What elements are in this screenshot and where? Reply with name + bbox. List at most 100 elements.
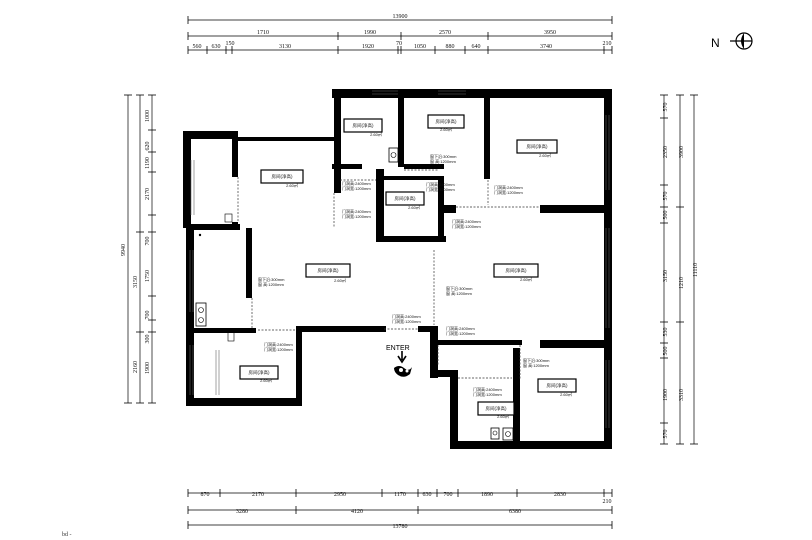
door-note-line: 门洞宽:1200mm bbox=[452, 223, 481, 229]
door-note: 门洞高:2400mm 门洞宽:1200mm bbox=[392, 313, 421, 324]
room-area: 2.60㎡ bbox=[370, 131, 382, 137]
bottom-detail-label: 1890 bbox=[481, 492, 493, 498]
door-note-line: 窗下沿:300mm bbox=[430, 153, 457, 159]
room-name: 房间(净高) bbox=[249, 369, 270, 376]
left-inner-label: 1190 bbox=[145, 157, 151, 169]
room-label: 房间(净高) 2.60㎡ bbox=[343, 118, 383, 137]
door-note-line: 窗 高:1200mm bbox=[258, 281, 284, 287]
door-note-line: 门洞宽:1200mm bbox=[473, 391, 502, 397]
room-label: 房间(净高) 2.60㎡ bbox=[493, 263, 539, 282]
bottom-detail-label: 700 bbox=[444, 492, 453, 498]
door-note: 门洞高:2400mm 门洞宽:1200mm bbox=[452, 218, 481, 229]
bottom-detail-label: 1170 bbox=[394, 492, 406, 498]
compass-letter: N bbox=[711, 36, 720, 50]
sink-icon bbox=[490, 427, 500, 440]
door-note: 门洞高:2400mm 门洞宽:1200mm bbox=[494, 184, 523, 195]
left-inner-label: 700 bbox=[145, 237, 151, 246]
top-mid-label: 3950 bbox=[544, 30, 556, 36]
sink-icon bbox=[388, 147, 399, 163]
left-inner-label: 700 bbox=[145, 311, 151, 320]
top-dimensions: 13900 1710 1990 2570 3950 560 630 150 31… bbox=[187, 14, 613, 54]
compass: N bbox=[711, 32, 753, 50]
left-dimensions: 9940 3150 2160 1000 620 1190 2170 700 17… bbox=[121, 94, 156, 404]
door-note: 窗下沿:300mm 窗 高:1200mm bbox=[523, 357, 550, 368]
right-inner-label: 570 bbox=[663, 192, 669, 201]
right-mid-label: 3900 bbox=[679, 146, 685, 158]
room-label: 房间(净高) 2.60㎡ bbox=[427, 114, 465, 132]
room-area: 2.60㎡ bbox=[560, 391, 572, 397]
top-detail-label: 3740 bbox=[540, 44, 552, 50]
room-label: 房间(净高) 2.60㎡ bbox=[385, 191, 425, 210]
room-name: 房间(净高) bbox=[318, 267, 339, 274]
top-detail-label: 1920 bbox=[362, 44, 374, 50]
left-mid-label: 2160 bbox=[133, 361, 139, 373]
door-note-line: 门洞高:2400mm bbox=[342, 208, 371, 214]
entrance-arrow-icon bbox=[394, 351, 412, 377]
room-name: 房间(净高) bbox=[486, 405, 507, 412]
right-inner-label: 500 bbox=[663, 347, 669, 356]
right-inner-label: 570 bbox=[663, 103, 669, 112]
door-note: 窗下沿:300mm 窗 高:1200mm bbox=[258, 276, 285, 287]
right-total-label: 11110 bbox=[693, 263, 699, 277]
door-note-line: 门洞宽:1200mm bbox=[264, 346, 293, 352]
right-inner-label: 2350 bbox=[663, 146, 669, 158]
room-name: 房间(净高) bbox=[436, 118, 457, 125]
room-label: 房间(净高) 2.60㎡ bbox=[260, 169, 304, 188]
bottom-mid-label: 6380 bbox=[509, 509, 521, 515]
right-inner-label: 570 bbox=[663, 430, 669, 439]
left-inner-label: 620 bbox=[145, 142, 151, 151]
room-area: 2.60㎡ bbox=[497, 413, 509, 419]
door-note-line: 窗下沿:300mm bbox=[523, 357, 550, 363]
room-label: 房间(净高) 2.60㎡ bbox=[516, 139, 558, 158]
bottom-mid-label: 4120 bbox=[351, 509, 363, 515]
door-note-line: 门洞高:2400mm bbox=[264, 341, 293, 347]
top-detail-label: 210 bbox=[603, 41, 612, 47]
room-area: 2.60㎡ bbox=[408, 204, 420, 210]
left-inner-label: 300 bbox=[145, 335, 151, 344]
room-name: 房间(净高) bbox=[527, 143, 548, 150]
door-note-line: 门洞高:2400mm bbox=[426, 181, 455, 187]
bottom-mid-label: 3280 bbox=[236, 509, 248, 515]
bottom-detail-label: 2950 bbox=[334, 492, 346, 498]
door-notes: 门洞高:2400mm 门洞宽:1200mm 门洞高:2400mm 门洞宽:120… bbox=[258, 153, 550, 397]
door-note-line: 门洞宽:1200mm bbox=[494, 189, 523, 195]
room-label: 房间(净高) 2.60㎡ bbox=[537, 378, 577, 397]
room-area: 2.60㎡ bbox=[440, 126, 452, 132]
door-note-line: 门洞宽:1200mm bbox=[342, 185, 371, 191]
top-detail-label: 70 bbox=[396, 41, 402, 47]
room-area: 2.60㎡ bbox=[539, 152, 551, 158]
bottom-detail-label: 630 bbox=[423, 492, 432, 498]
sink-icon bbox=[195, 302, 207, 327]
door-note-line: 门洞宽:1200mm bbox=[426, 186, 455, 192]
door-note-line: 门洞高:2400mm bbox=[446, 325, 475, 331]
left-total-label: 9940 bbox=[121, 244, 127, 256]
room-area: 2.60㎡ bbox=[286, 182, 298, 188]
room-area: 2.60㎡ bbox=[520, 276, 532, 282]
bottom-total-label: 13780 bbox=[393, 524, 408, 530]
door-note: 门洞高:2400mm 门洞宽:1200mm bbox=[264, 341, 293, 352]
bottom-dimensions: 870 2170 2950 1170 630 700 1890 2830 210… bbox=[187, 489, 613, 530]
right-inner-label: 3150 bbox=[663, 270, 669, 282]
entrance: ENTER bbox=[386, 345, 412, 377]
right-inner-label: 500 bbox=[663, 211, 669, 220]
right-inner-label: 1900 bbox=[663, 389, 669, 401]
left-mid-label: 3150 bbox=[133, 276, 139, 288]
room-label: 房间(净高) 2.60㎡ bbox=[305, 263, 351, 283]
door-openings bbox=[237, 169, 540, 380]
door-note-line: 门洞宽:1200mm bbox=[392, 318, 421, 324]
left-inner-label: 1750 bbox=[145, 270, 151, 282]
left-inner-label: 1000 bbox=[145, 110, 151, 122]
left-inner-label: 2170 bbox=[145, 188, 151, 200]
door-note: 门洞高:2400mm 门洞宽:1200mm bbox=[473, 386, 502, 397]
top-detail-label: 560 bbox=[193, 44, 202, 50]
right-dimensions: 570 2350 570 500 3150 530 500 1900 570 3… bbox=[660, 94, 699, 445]
windows bbox=[189, 90, 610, 428]
room-label: 房间(净高) 2.60㎡ bbox=[239, 365, 279, 383]
door-note: 门洞高:2400mm 门洞宽:1200mm bbox=[342, 208, 371, 219]
door-note-line: 窗 高:1200mm bbox=[446, 290, 472, 296]
room-area: 2.60㎡ bbox=[260, 377, 272, 383]
door-note: 门洞高:2400mm 门洞宽:1200mm bbox=[446, 325, 475, 336]
room-name: 房间(净高) bbox=[547, 382, 568, 389]
door-note-line: 窗下沿:300mm bbox=[446, 285, 473, 291]
